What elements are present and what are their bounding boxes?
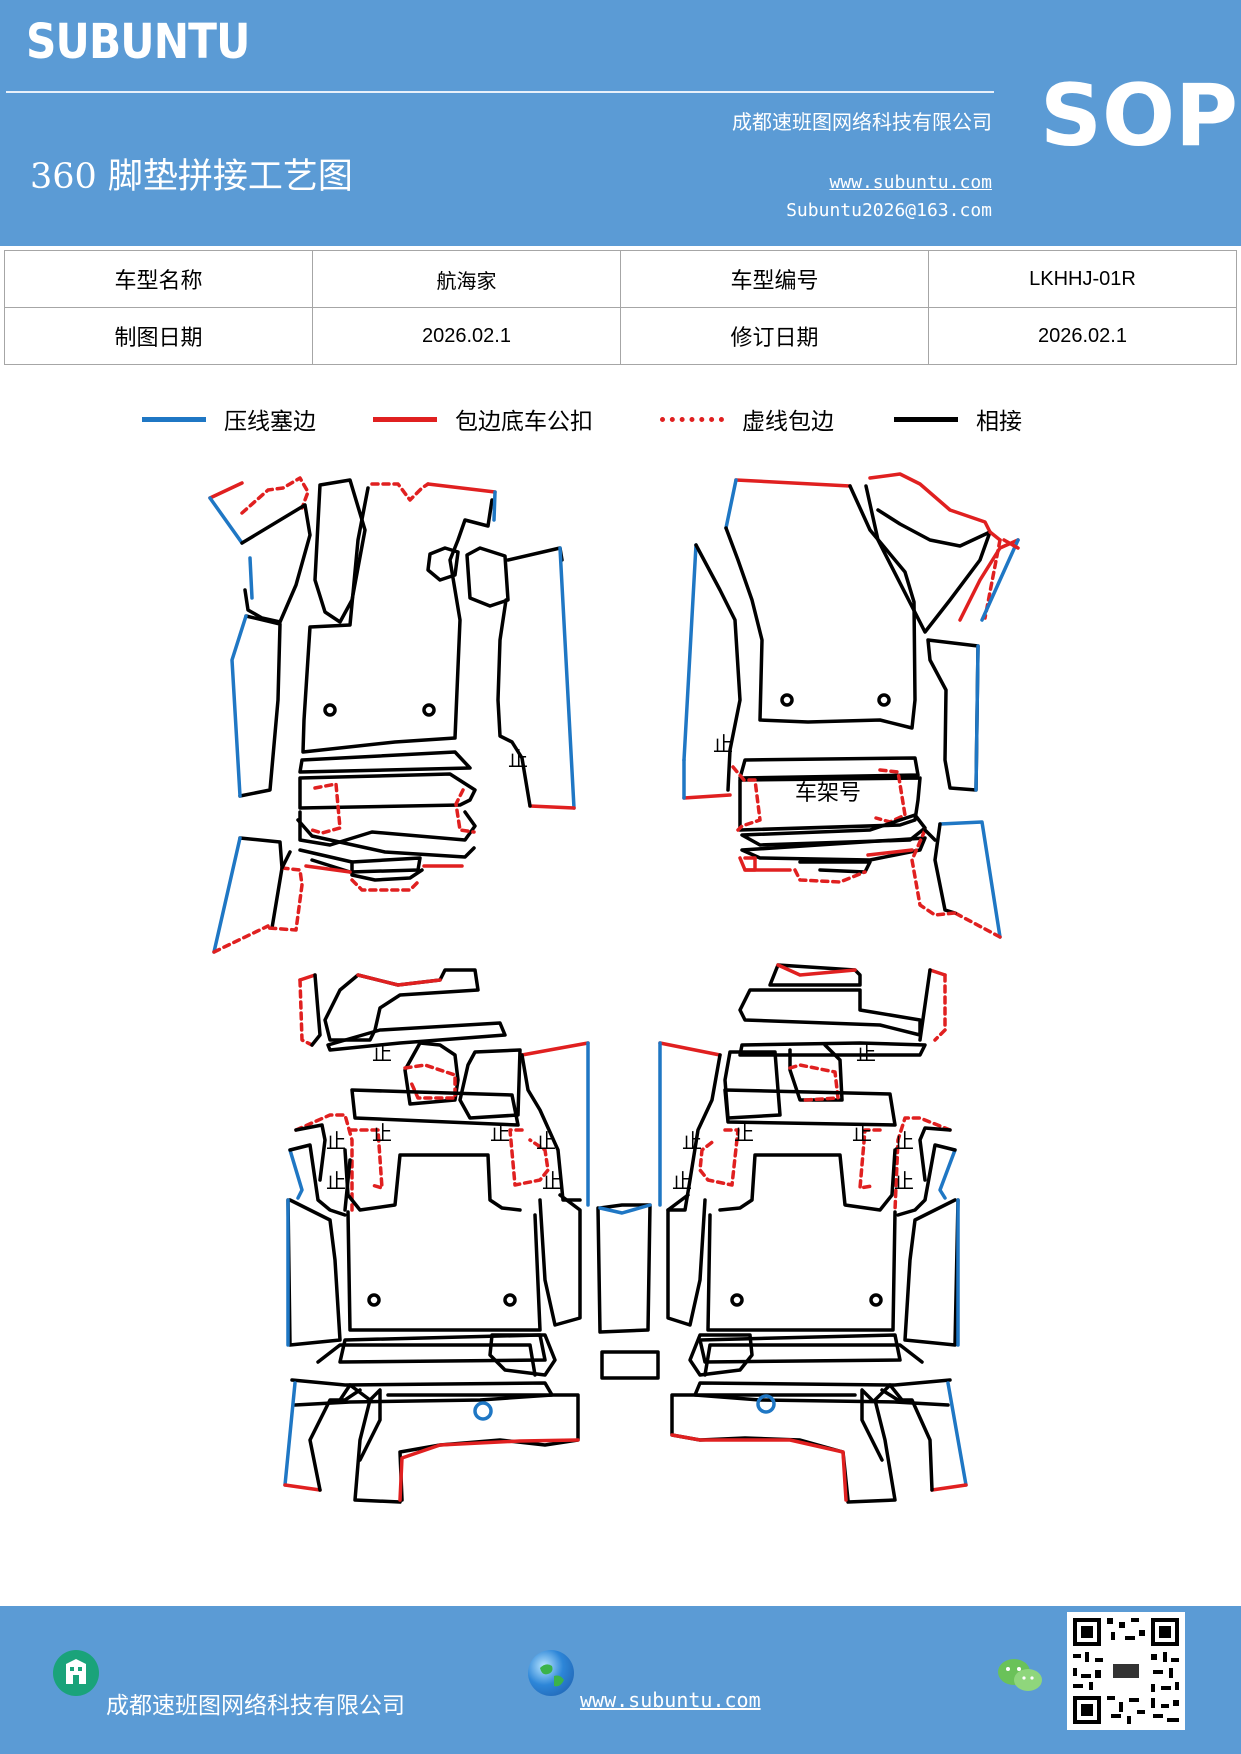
qr-code — [1067, 1612, 1185, 1730]
draw-date-value: 2026.02.1 — [312, 307, 621, 365]
revise-date-value: 2026.02.1 — [928, 307, 1237, 365]
table-row: 车型名称 航海家 车型编号 LKHHJ-01R — [4, 250, 1237, 308]
stop-mark: 止 — [894, 1129, 914, 1153]
stop-mark: 止 — [326, 1129, 346, 1153]
header-divider — [6, 91, 994, 93]
legend-label: 压线塞边 — [224, 409, 316, 435]
legend-item-dashed-edge: 虚线包边 — [660, 402, 834, 436]
model-name-label: 车型名称 — [4, 250, 313, 308]
legend-item-edge-clip: 包边底车公扣 — [373, 402, 593, 436]
model-code-label: 车型编号 — [620, 250, 929, 308]
draw-date-label: 制图日期 — [4, 307, 313, 365]
stop-mark: 止 — [672, 1169, 692, 1193]
stop-mark: 止 — [713, 732, 733, 756]
stop-mark: 止 — [372, 1121, 392, 1145]
stop-mark: 止 — [894, 1169, 914, 1193]
sop-label: SOP — [1040, 66, 1239, 166]
page-title: 360 脚垫拼接工艺图 — [30, 157, 353, 197]
building-icon — [53, 1650, 99, 1696]
legend-swatch-red-dashed — [660, 416, 724, 422]
header-banner: SUBUNTU SOP 360 脚垫拼接工艺图 成都速班图网络科技有限公司 ww… — [0, 0, 1241, 246]
legend-item-joined: 相接 — [894, 402, 1022, 436]
stop-mark: 止 — [490, 1121, 510, 1145]
center-tunnel-mat — [596, 1203, 660, 1380]
legend-item-press-line: 压线塞边 — [142, 402, 316, 436]
model-info-table: 车型名称 航海家 车型编号 LKHHJ-01R 制图日期 2026.02.1 修… — [4, 250, 1237, 365]
legend-label: 相接 — [976, 409, 1022, 435]
revise-date-label: 修订日期 — [620, 307, 929, 365]
stop-mark: 止 — [542, 1169, 562, 1193]
legend-swatch-blue — [142, 416, 206, 422]
legend-swatch-red — [373, 416, 437, 422]
stop-mark: 止 — [326, 1169, 346, 1193]
email-address: Subuntu2026@163.com — [786, 200, 992, 221]
front-right-mat — [682, 472, 1020, 939]
website-link[interactable]: www.subuntu.com — [829, 172, 992, 193]
floor-mat-diagram: 止 止 止 止 止 止 止 止 止 止 止 止 止 止 止 止 车架号 — [208, 472, 1020, 1504]
table-row: 制图日期 2026.02.1 修订日期 2026.02.1 — [4, 307, 1237, 365]
legend-swatch-black — [894, 416, 958, 422]
model-name-value: 航海家 — [312, 250, 621, 308]
globe-icon — [528, 1650, 574, 1696]
stop-mark: 止 — [536, 1129, 556, 1153]
stop-mark: 止 — [856, 1041, 876, 1065]
brand-logo: SUBUNTU — [26, 14, 250, 70]
footer-banner: 成都速班图网络科技有限公司 www.subuntu.com — [0, 1606, 1241, 1754]
wechat-icon[interactable] — [996, 1656, 1044, 1696]
rear-right-mat — [658, 963, 968, 1504]
legend-label: 虚线包边 — [742, 409, 834, 435]
stop-mark: 止 — [508, 747, 528, 771]
legend-label: 包边底车公扣 — [455, 409, 593, 435]
stop-mark: 止 — [682, 1129, 702, 1153]
stop-mark: 止 — [852, 1121, 872, 1145]
model-code-value: LKHHJ-01R — [928, 250, 1237, 308]
front-left-mat — [208, 476, 576, 954]
stop-mark: 止 — [734, 1121, 754, 1145]
footer-company-name: 成都速班图网络科技有限公司 — [106, 1693, 405, 1719]
rear-left-mat — [283, 968, 590, 1504]
stop-mark: 止 — [372, 1041, 392, 1065]
footer-website-link[interactable]: www.subuntu.com — [580, 1688, 761, 1712]
frame-number-label: 车架号 — [795, 781, 861, 806]
company-name: 成都速班图网络科技有限公司 — [732, 110, 992, 134]
